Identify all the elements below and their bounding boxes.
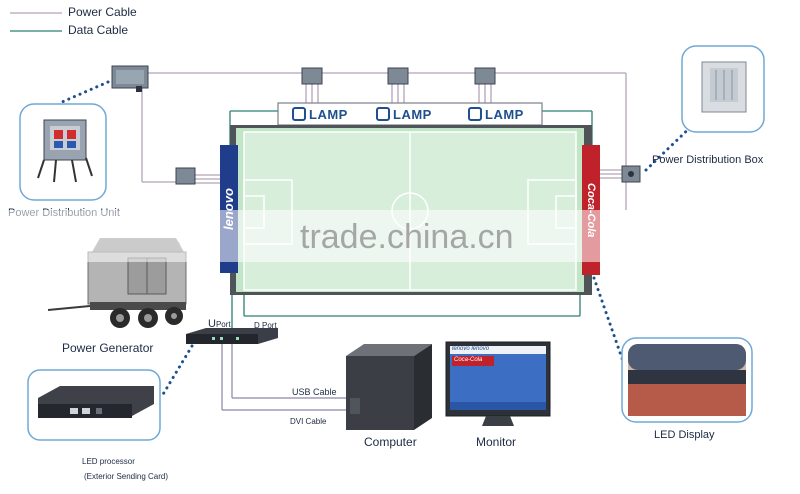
monitor-screen-banner: Coca-Cola bbox=[454, 357, 483, 363]
led-display-label: LED Display bbox=[654, 429, 715, 441]
led-processor-image bbox=[27, 369, 161, 441]
u-port-label: UPort bbox=[208, 318, 231, 330]
led-display-image bbox=[621, 337, 753, 423]
watermark-band bbox=[0, 210, 800, 262]
junction-box-right bbox=[621, 165, 641, 183]
lamp-icon bbox=[376, 107, 390, 121]
monitor-screen-brand: lenovo lenovo bbox=[452, 346, 490, 352]
power-distribution-box-image bbox=[681, 45, 765, 133]
legend-power-cable-label: Power Cable bbox=[68, 5, 137, 19]
lamp-banner-3: LAMP bbox=[468, 103, 524, 125]
lamp-banner-2: LAMP bbox=[376, 103, 432, 125]
junction-box-left bbox=[175, 167, 196, 185]
computer-image bbox=[346, 344, 432, 430]
legend-data-cable-label: Data Cable bbox=[68, 23, 129, 37]
lamp-banner-1: LAMP bbox=[292, 103, 348, 125]
junction-box-top-3 bbox=[474, 67, 496, 85]
d-port-label: D Port bbox=[254, 321, 277, 330]
sending-unit-image bbox=[186, 328, 278, 344]
dvi-cable-label: DVI Cable bbox=[290, 417, 327, 426]
lamp-label: LAMP bbox=[393, 106, 432, 122]
led-processor-sub-label: (Exterior Sending Card) bbox=[84, 472, 169, 481]
junction-box-top-left bbox=[111, 65, 149, 92]
junction-box-top-2 bbox=[387, 67, 409, 85]
power-distribution-unit-image bbox=[19, 103, 107, 201]
lamp-label: LAMP bbox=[309, 106, 348, 122]
generator-label: Power Generator bbox=[62, 341, 154, 355]
u-port-small: Port bbox=[215, 320, 231, 329]
u-port-letter: U bbox=[208, 318, 216, 330]
watermark-text: trade.china.cn bbox=[300, 218, 514, 256]
computer-label: Computer bbox=[364, 435, 417, 449]
led-processor-label: LED processor bbox=[82, 457, 135, 466]
usb-cable-label: USB Cable bbox=[292, 387, 337, 397]
lamp-icon bbox=[292, 107, 306, 121]
pdb-label: Power Distribution Box bbox=[652, 154, 764, 166]
lamp-icon bbox=[468, 107, 482, 121]
monitor-label: Monitor bbox=[476, 435, 517, 449]
lamp-label: LAMP bbox=[485, 106, 524, 122]
monitor-image bbox=[445, 341, 551, 426]
junction-box-top-1 bbox=[301, 67, 323, 85]
